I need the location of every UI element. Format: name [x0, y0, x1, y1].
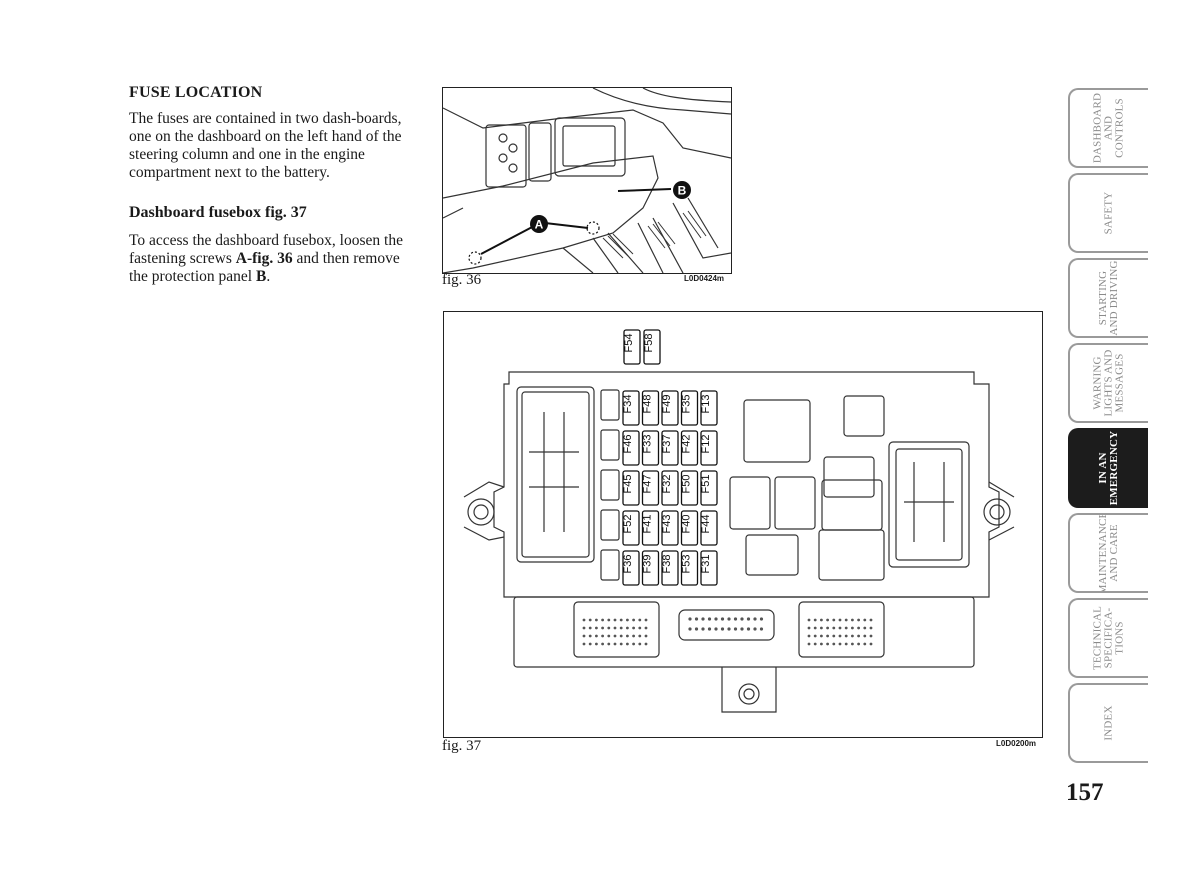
fuse-f43: F43: [661, 510, 679, 546]
figure-36-caption: fig. 36: [442, 272, 482, 288]
fuse-f41: F41: [642, 510, 660, 546]
fuse-f42: F42: [681, 430, 699, 466]
chapter-tab-label: DASHBOARD AND CONTROLS: [1091, 92, 1126, 164]
chapter-tab-label: SAFETY: [1102, 191, 1115, 235]
fuse-label: F46: [622, 435, 634, 454]
figure-37-caption: fig. 37: [442, 738, 482, 754]
chapter-tab-label: STARTING AND DRIVING: [1097, 260, 1120, 336]
fuse-label: F38: [661, 555, 673, 574]
fig36-label-b: B: [678, 184, 687, 198]
chapter-tab-label: IN AN EMERGENCY: [1097, 430, 1120, 506]
figure-37-code: L0D0200m: [996, 739, 1037, 748]
fuse-label: F48: [642, 395, 654, 414]
chapter-tab[interactable]: IN AN EMERGENCY: [1068, 428, 1148, 508]
fuse-label: F36: [622, 555, 634, 574]
fuse-f53: F53: [681, 550, 699, 586]
chapter-tab[interactable]: SAFETY: [1068, 173, 1148, 253]
fuse-f35: F35: [681, 390, 699, 426]
fuse-label: F13: [700, 395, 712, 414]
fuse-f49: F49: [661, 390, 679, 426]
fig36-label-a: A: [535, 218, 544, 232]
fuse-f45: F45: [622, 470, 640, 506]
figure-36-code: L0D0424m: [684, 274, 725, 283]
access-text-1: To access the dashboard fusebox, loosen …: [129, 232, 403, 267]
text-column: FUSE LOCATION The fuses are contained in…: [129, 84, 421, 308]
fuse-label: F49: [661, 395, 673, 414]
fuse-f13: F13: [700, 390, 718, 426]
fuse-label: F44: [700, 515, 712, 534]
access-paragraph: To access the dashboard fusebox, loosen …: [129, 232, 421, 286]
fuse-label: F37: [661, 435, 673, 454]
chapter-tab[interactable]: INDEX: [1068, 683, 1148, 763]
fuse-f36: F36: [622, 550, 640, 586]
page-number: 157: [1066, 779, 1104, 806]
chapter-tab[interactable]: WARNING LIGHTS AND MESSAGES: [1068, 343, 1148, 423]
fuse-f47: F47: [642, 470, 660, 506]
subsection-heading: Dashboard fusebox fig. 37: [129, 204, 307, 221]
fuse-label: F54: [623, 334, 635, 353]
fuse-label: F52: [622, 515, 634, 534]
access-text-2: and then remove the protection panel: [129, 250, 400, 285]
fuse-f38: F38: [661, 550, 679, 586]
fuse-f58: F58: [643, 329, 661, 365]
chapter-tab[interactable]: STARTING AND DRIVING: [1068, 258, 1148, 338]
fuse-f40: F40: [681, 510, 699, 546]
fuse-f33: F33: [642, 430, 660, 466]
fuse-f31: F31: [700, 550, 718, 586]
fuse-label: F12: [700, 435, 712, 454]
fuse-f46: F46: [622, 430, 640, 466]
chapter-tab[interactable]: DASHBOARD AND CONTROLS: [1068, 88, 1148, 168]
fuse-label: F35: [681, 395, 693, 414]
fuse-label: F31: [700, 555, 712, 574]
access-ref-panel: B: [255, 268, 267, 285]
fuse-label: F32: [661, 475, 673, 494]
fuse-f51: F51: [700, 470, 718, 506]
figure-36-illustration: A B: [442, 87, 732, 274]
fuse-f39: F39: [642, 550, 660, 586]
fuse-f32: F32: [661, 470, 679, 506]
fuse-label: F43: [661, 515, 673, 534]
section-heading: FUSE LOCATION: [129, 84, 263, 101]
fuse-f37: F37: [661, 430, 679, 466]
fuse-f44: F44: [700, 510, 718, 546]
fuse-label: F41: [642, 515, 654, 534]
dashboard-drawing: A B: [443, 88, 731, 273]
chapter-tab-label: WARNING LIGHTS AND MESSAGES: [1091, 349, 1126, 417]
fuse-f48: F48: [642, 390, 660, 426]
fuse-label: F33: [642, 435, 654, 454]
fuse-label: F45: [622, 475, 634, 494]
fuse-label: F53: [681, 555, 693, 574]
fuse-f50: F50: [681, 470, 699, 506]
fuse-label: F51: [700, 475, 712, 494]
chapter-tab-label: TECHNICAL SPECIFICA- TIONS: [1091, 605, 1126, 671]
fuse-label: F42: [681, 435, 693, 454]
intro-paragraph: The fuses are contained in two dash-boar…: [129, 110, 402, 181]
fuse-label: F47: [642, 475, 654, 494]
chapter-tab[interactable]: TECHNICAL SPECIFICA- TIONS: [1068, 598, 1148, 678]
fuse-label: F40: [681, 515, 693, 534]
chapter-tab-label: MAINTENANCE AND CARE: [1097, 513, 1120, 593]
chapter-tabs: DASHBOARD AND CONTROLS SAFETY STARTING AND…: [1068, 88, 1148, 768]
fuse-f54: F54: [623, 329, 641, 365]
fuse-f12: F12: [700, 430, 718, 466]
fuse-label: F34: [622, 395, 634, 414]
access-text-3: .: [266, 268, 271, 285]
fuse-f34: F34: [622, 390, 640, 426]
chapter-tab-label: INDEX: [1102, 705, 1115, 741]
fuse-f52: F52: [622, 510, 640, 546]
access-ref-fig36: A-fig. 36: [235, 250, 293, 267]
fuse-label: F58: [643, 334, 655, 353]
chapter-tab[interactable]: MAINTENANCE AND CARE: [1068, 513, 1148, 593]
fuse-label: F39: [642, 555, 654, 574]
fuse-label: F50: [681, 475, 693, 494]
